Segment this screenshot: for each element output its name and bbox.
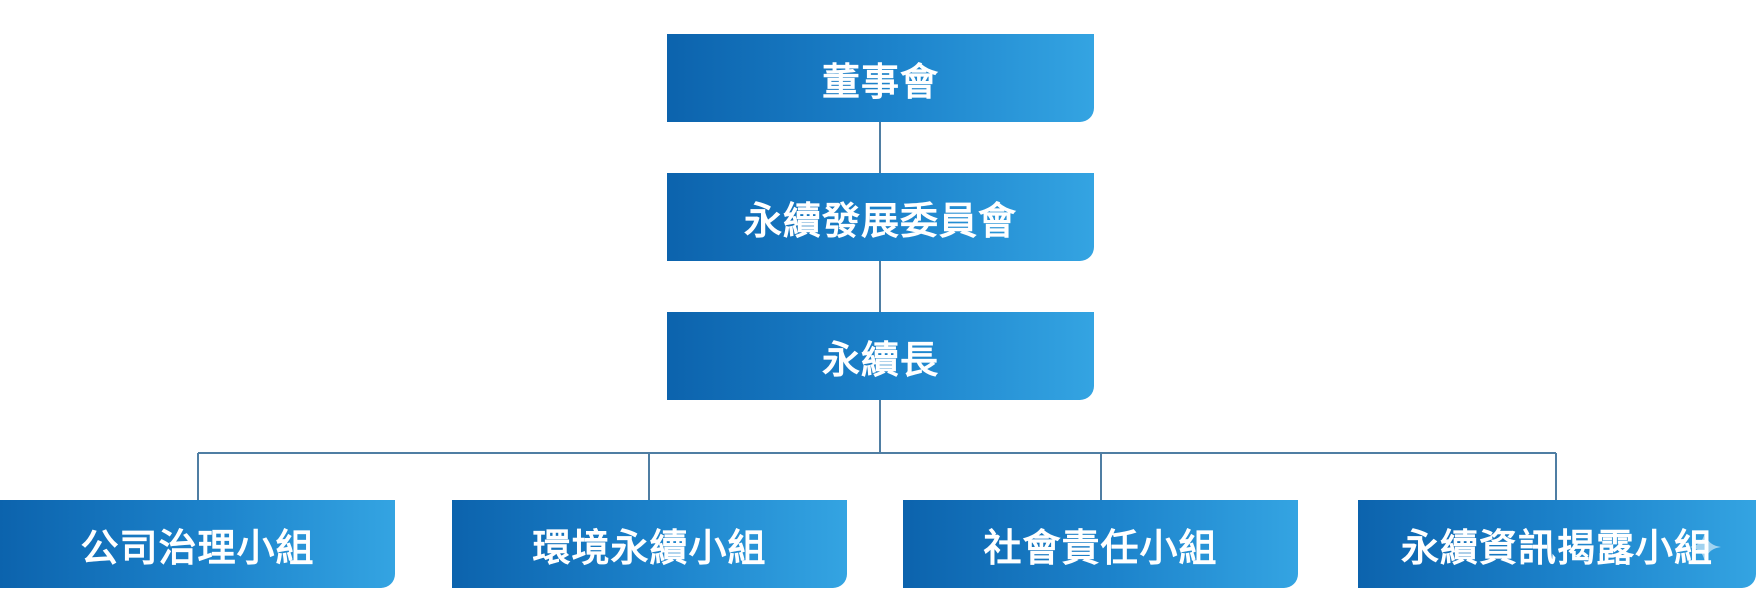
node-chief-sustainability-officer: 永續長: [667, 312, 1094, 400]
node-sustainability-committee: 永續發展委員會: [667, 173, 1094, 261]
node-label: 永續發展委員會: [743, 198, 1017, 243]
node-sustainability-disclosure-group: 永續資訊揭露小組: [1358, 500, 1756, 588]
node-label: 公司治理小組: [80, 525, 315, 570]
node-label: 永續長: [821, 337, 939, 382]
node-label: 社會責任小組: [983, 525, 1218, 570]
sparkle-icon: [1689, 531, 1721, 563]
node-social-responsibility-group: 社會責任小組: [903, 500, 1298, 588]
node-corporate-governance-group: 公司治理小組: [0, 500, 395, 588]
node-label: 永續資訊揭露小組: [1400, 525, 1713, 570]
node-label: 環境永續小組: [532, 525, 767, 570]
node-label: 董事會: [821, 59, 939, 104]
node-environmental-sustainability-group: 環境永續小組: [452, 500, 847, 588]
node-board-of-directors: 董事會: [667, 34, 1094, 122]
